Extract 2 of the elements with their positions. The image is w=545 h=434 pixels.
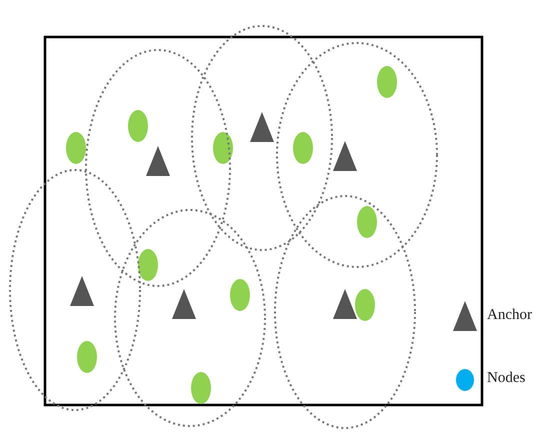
legend-label: Anchor (487, 307, 532, 324)
legend-label: Nodes (487, 370, 526, 387)
